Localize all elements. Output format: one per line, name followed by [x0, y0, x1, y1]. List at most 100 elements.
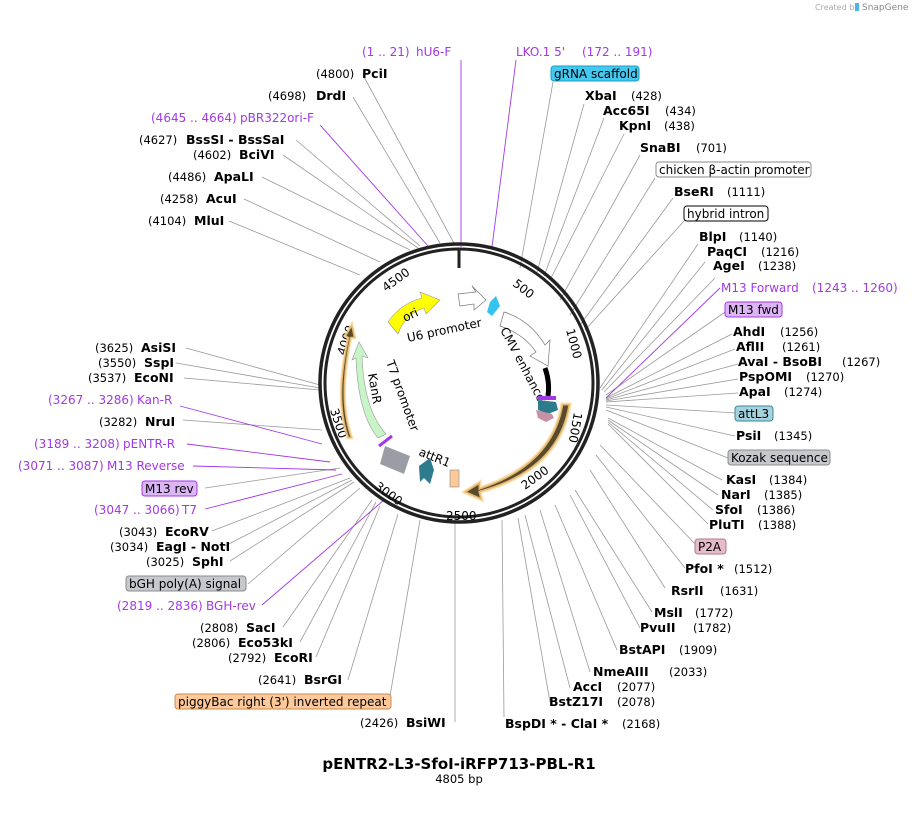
- feature-bgh-polya[interactable]: bGH poly(A) signal: [129, 577, 241, 591]
- piggybac-left-arc-feature[interactable]: [339, 320, 357, 440]
- enzyme-ecorv[interactable]: EcoRV: [165, 524, 209, 539]
- enzyme-ecori[interactable]: EcoRI: [274, 650, 313, 665]
- svg-text:(2806): (2806): [192, 636, 230, 650]
- feature-p2a[interactable]: P2A: [698, 540, 722, 554]
- attl3-feature[interactable]: [538, 400, 558, 414]
- svg-text:(434): (434): [665, 104, 696, 118]
- ori-feature[interactable]: [387, 291, 441, 335]
- svg-text:(1216): (1216): [761, 245, 799, 259]
- enzyme-asisi[interactable]: AsiSI: [141, 340, 176, 355]
- backbone-outer: [318, 242, 600, 524]
- piggybac-arc-feature[interactable]: [460, 402, 572, 503]
- primer-pentr-r[interactable]: pENTR-R: [123, 437, 175, 451]
- enzyme-sspi[interactable]: SspI: [144, 355, 174, 370]
- plasmid-length: 4805 bp: [435, 772, 483, 786]
- enzyme-nrui[interactable]: NruI: [145, 414, 175, 429]
- primer-bgh-rev[interactable]: BGH-rev: [206, 599, 256, 613]
- svg-text:(4104): (4104): [148, 214, 186, 228]
- primer-kan-r[interactable]: Kan-R: [137, 393, 172, 407]
- enzyme-apali[interactable]: ApaLI: [214, 169, 254, 184]
- enzyme-bstapi[interactable]: BstAPI: [619, 642, 665, 657]
- enzyme-blpi[interactable]: BlpI: [699, 229, 726, 244]
- enzyme-apai[interactable]: ApaI: [739, 384, 771, 399]
- enzyme-pluti[interactable]: PluTI: [709, 517, 745, 532]
- enzyme-bstz17i[interactable]: BstZ17I: [549, 694, 603, 709]
- enzyme-paqci[interactable]: PaqCI: [707, 244, 747, 259]
- p2a-feature[interactable]: [536, 410, 554, 422]
- feature-piggybac-ir[interactable]: piggyBac right (3') inverted repeat: [178, 695, 387, 709]
- enzyme-drdi[interactable]: DrdI: [316, 88, 346, 103]
- m13-rev-feature[interactable]: [378, 434, 393, 448]
- feature-grna-scaffold[interactable]: gRNA scaffold: [554, 67, 638, 81]
- svg-text:(1238): (1238): [758, 259, 796, 273]
- enzyme-bcivi[interactable]: BciVI: [239, 147, 275, 162]
- enzyme-econi[interactable]: EcoNI: [134, 370, 174, 385]
- svg-text:500: 500: [510, 276, 537, 301]
- enzyme-kasi[interactable]: KasI: [726, 472, 756, 487]
- svg-text:2500: 2500: [446, 509, 477, 523]
- bgh-polya-feature[interactable]: [380, 446, 410, 474]
- piggybac-ir-feature[interactable]: [449, 469, 460, 488]
- hu6f-primer-label[interactable]: hU6-F: [416, 45, 451, 59]
- enzyme-rsrii[interactable]: RsrII: [671, 583, 704, 598]
- primer-t7[interactable]: T7: [181, 503, 197, 517]
- enzyme-sphi[interactable]: SphI: [192, 554, 224, 569]
- svg-text:(1243 .. 1260): (1243 .. 1260): [812, 281, 898, 295]
- enzyme-bsrgi[interactable]: BsrGI: [304, 672, 342, 687]
- enzyme-psii[interactable]: PsiI: [736, 428, 761, 443]
- primer-pbr322ori-f[interactable]: pBR322ori-F: [240, 111, 314, 125]
- svg-text:(4645 .. 4664): (4645 .. 4664): [151, 111, 237, 125]
- lko-primer-label[interactable]: LKO.1 5': [516, 45, 565, 59]
- enzyme-acui[interactable]: AcuI: [206, 191, 237, 206]
- enzyme-pspomi[interactable]: PspOMI: [739, 369, 792, 384]
- enzyme-bseri[interactable]: BseRI: [674, 184, 714, 199]
- enzyme-ahdi[interactable]: AhdI: [733, 324, 765, 339]
- feature-m13-rev[interactable]: M13 rev: [145, 482, 194, 496]
- primer-m13-forward[interactable]: M13 Forward: [721, 281, 799, 295]
- svg-text:(4698): (4698): [268, 89, 306, 103]
- primer-m13-reverse[interactable]: M13 Reverse: [107, 459, 185, 473]
- feature-kozak[interactable]: Kozak sequence: [731, 451, 828, 465]
- feature-m13-fwd[interactable]: M13 fwd: [728, 303, 779, 317]
- svg-text:(3034): (3034): [110, 540, 148, 554]
- feature-chicken-actin[interactable]: chicken β-actin promoter: [659, 163, 810, 177]
- svg-text:(1267): (1267): [842, 355, 880, 369]
- enzyme-xbai[interactable]: XbaI: [585, 88, 617, 103]
- feature-attl3[interactable]: attL3: [738, 407, 769, 421]
- enzyme-acci[interactable]: AccI: [573, 679, 602, 694]
- enzyme-nmeaiii[interactable]: NmeAIII: [593, 664, 649, 679]
- svg-text:(4258): (4258): [160, 192, 198, 206]
- cmv-enhancer-feature[interactable]: [499, 311, 551, 367]
- grna-scaffold-feature[interactable]: [487, 296, 500, 316]
- enzyme-eco53ki[interactable]: Eco53kI: [238, 635, 293, 650]
- enzyme-kpni[interactable]: KpnI: [619, 118, 651, 133]
- enzyme-nari[interactable]: NarI: [721, 487, 751, 502]
- enzyme-bsssi-bsssai[interactable]: BssSI - BssSaI: [186, 132, 284, 147]
- enzyme-pfoi[interactable]: PfoI *: [685, 561, 724, 576]
- svg-text:(1111): (1111): [727, 185, 765, 199]
- svg-text:1000: 1000: [563, 327, 584, 360]
- enzyme-bsiwi[interactable]: BsiWI: [406, 715, 446, 730]
- enzyme-sfoi[interactable]: SfoI: [715, 502, 743, 517]
- enzyme-eagi-noti[interactable]: EagI - NotI: [156, 539, 230, 554]
- enzyme-pcii[interactable]: PciI: [362, 66, 388, 81]
- kanr-label: KanR: [365, 372, 384, 405]
- attr1-feature[interactable]: [419, 458, 434, 484]
- enzyme-avai-bsobi[interactable]: AvaI - BsoBI: [738, 354, 822, 369]
- enzyme-saci[interactable]: SacI: [246, 620, 276, 635]
- enzyme-msli[interactable]: MslI: [654, 605, 683, 620]
- enzyme-mlui[interactable]: MluI: [194, 213, 224, 228]
- kanr-feature[interactable]: [351, 341, 387, 439]
- enzyme-pvuii[interactable]: PvuII: [640, 620, 676, 635]
- enzyme-snabi[interactable]: SnaBI: [640, 140, 681, 155]
- enzyme-bspdi-clai[interactable]: BspDI * - ClaI *: [505, 716, 609, 731]
- chicken-actin-promoter-feature[interactable]: [542, 367, 552, 397]
- enzyme-acc65i[interactable]: Acc65I: [603, 103, 650, 118]
- svg-text:(1270): (1270): [806, 370, 844, 384]
- enzyme-agei[interactable]: AgeI: [713, 258, 745, 273]
- hu6f-range: (1 .. 21): [362, 45, 410, 59]
- enzyme-aflii[interactable]: AflII: [736, 339, 764, 354]
- u6-promoter-feature[interactable]: [457, 285, 487, 311]
- feature-hybrid-intron[interactable]: hybrid intron: [687, 207, 764, 221]
- m13-fwd-feature[interactable]: [538, 396, 556, 400]
